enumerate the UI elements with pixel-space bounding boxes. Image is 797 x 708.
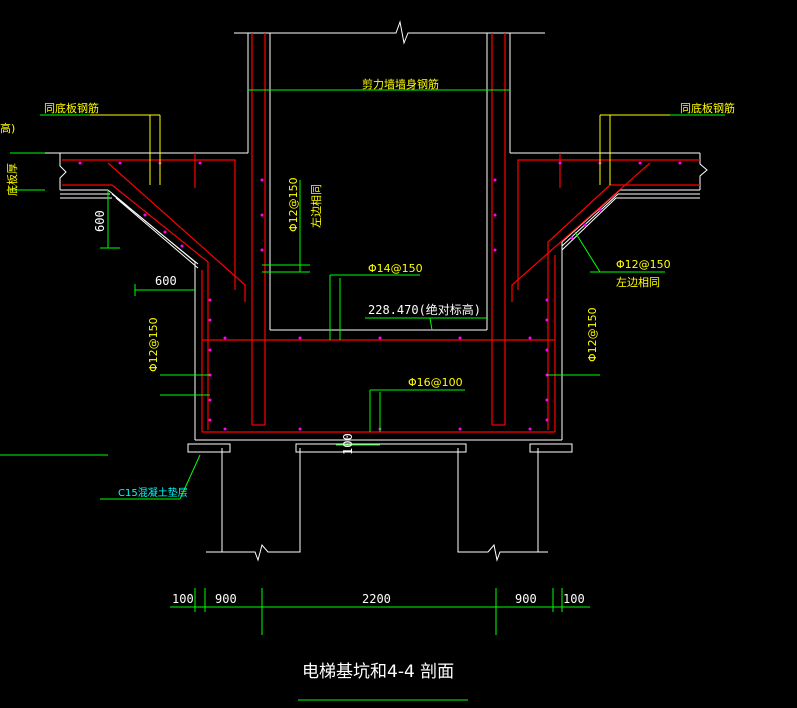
dim-right-100: 100 xyxy=(563,592,585,606)
wall-rebar-a-label: Φ12@150 xyxy=(287,177,300,232)
dim-600-vertical: 600 xyxy=(93,210,107,232)
concrete-outline xyxy=(25,20,708,562)
rebar-16-label: Φ16@100 xyxy=(408,376,463,389)
dim-left-100: 100 xyxy=(172,592,194,606)
wall-rebar-a-note: 左边相同 xyxy=(310,184,323,228)
rebar xyxy=(62,33,700,433)
rebar-dots xyxy=(78,161,682,431)
left-edge-mid-label: 底板厚 xyxy=(5,163,19,196)
left-rebar-label: 同底板钢筋 xyxy=(44,101,99,115)
shear-wall-label: 剪力墙墙身钢筋 xyxy=(362,77,439,91)
pad-dimension: 100 xyxy=(341,433,355,455)
left-wall-rebar-label: Φ12@150 xyxy=(147,317,160,372)
right-rebar-label: 同底板钢筋 xyxy=(680,101,735,115)
dim-right-900: 900 xyxy=(515,592,537,606)
rebar-14-label: Φ14@150 xyxy=(368,262,423,275)
drawing-title: 电梯基坑和4-4 剖面 xyxy=(302,662,454,682)
dim-600-horizontal: 600 xyxy=(155,274,177,288)
elevation-label: 228.470(绝对标高) xyxy=(368,302,481,317)
dim-center-2200: 2200 xyxy=(362,592,391,606)
left-edge-top-label: 高) xyxy=(0,121,15,135)
right-slope-rebar-label: Φ12@150 xyxy=(616,258,671,271)
right-slope-note: 左边相同 xyxy=(616,276,660,289)
leaders xyxy=(0,89,725,701)
yellow-leaders xyxy=(90,114,670,185)
c15-cushion-label: C15混凝土垫层 xyxy=(118,486,188,499)
right-wall-rebar-label: Φ12@150 xyxy=(586,307,599,362)
dim-left-900: 900 xyxy=(215,592,237,606)
